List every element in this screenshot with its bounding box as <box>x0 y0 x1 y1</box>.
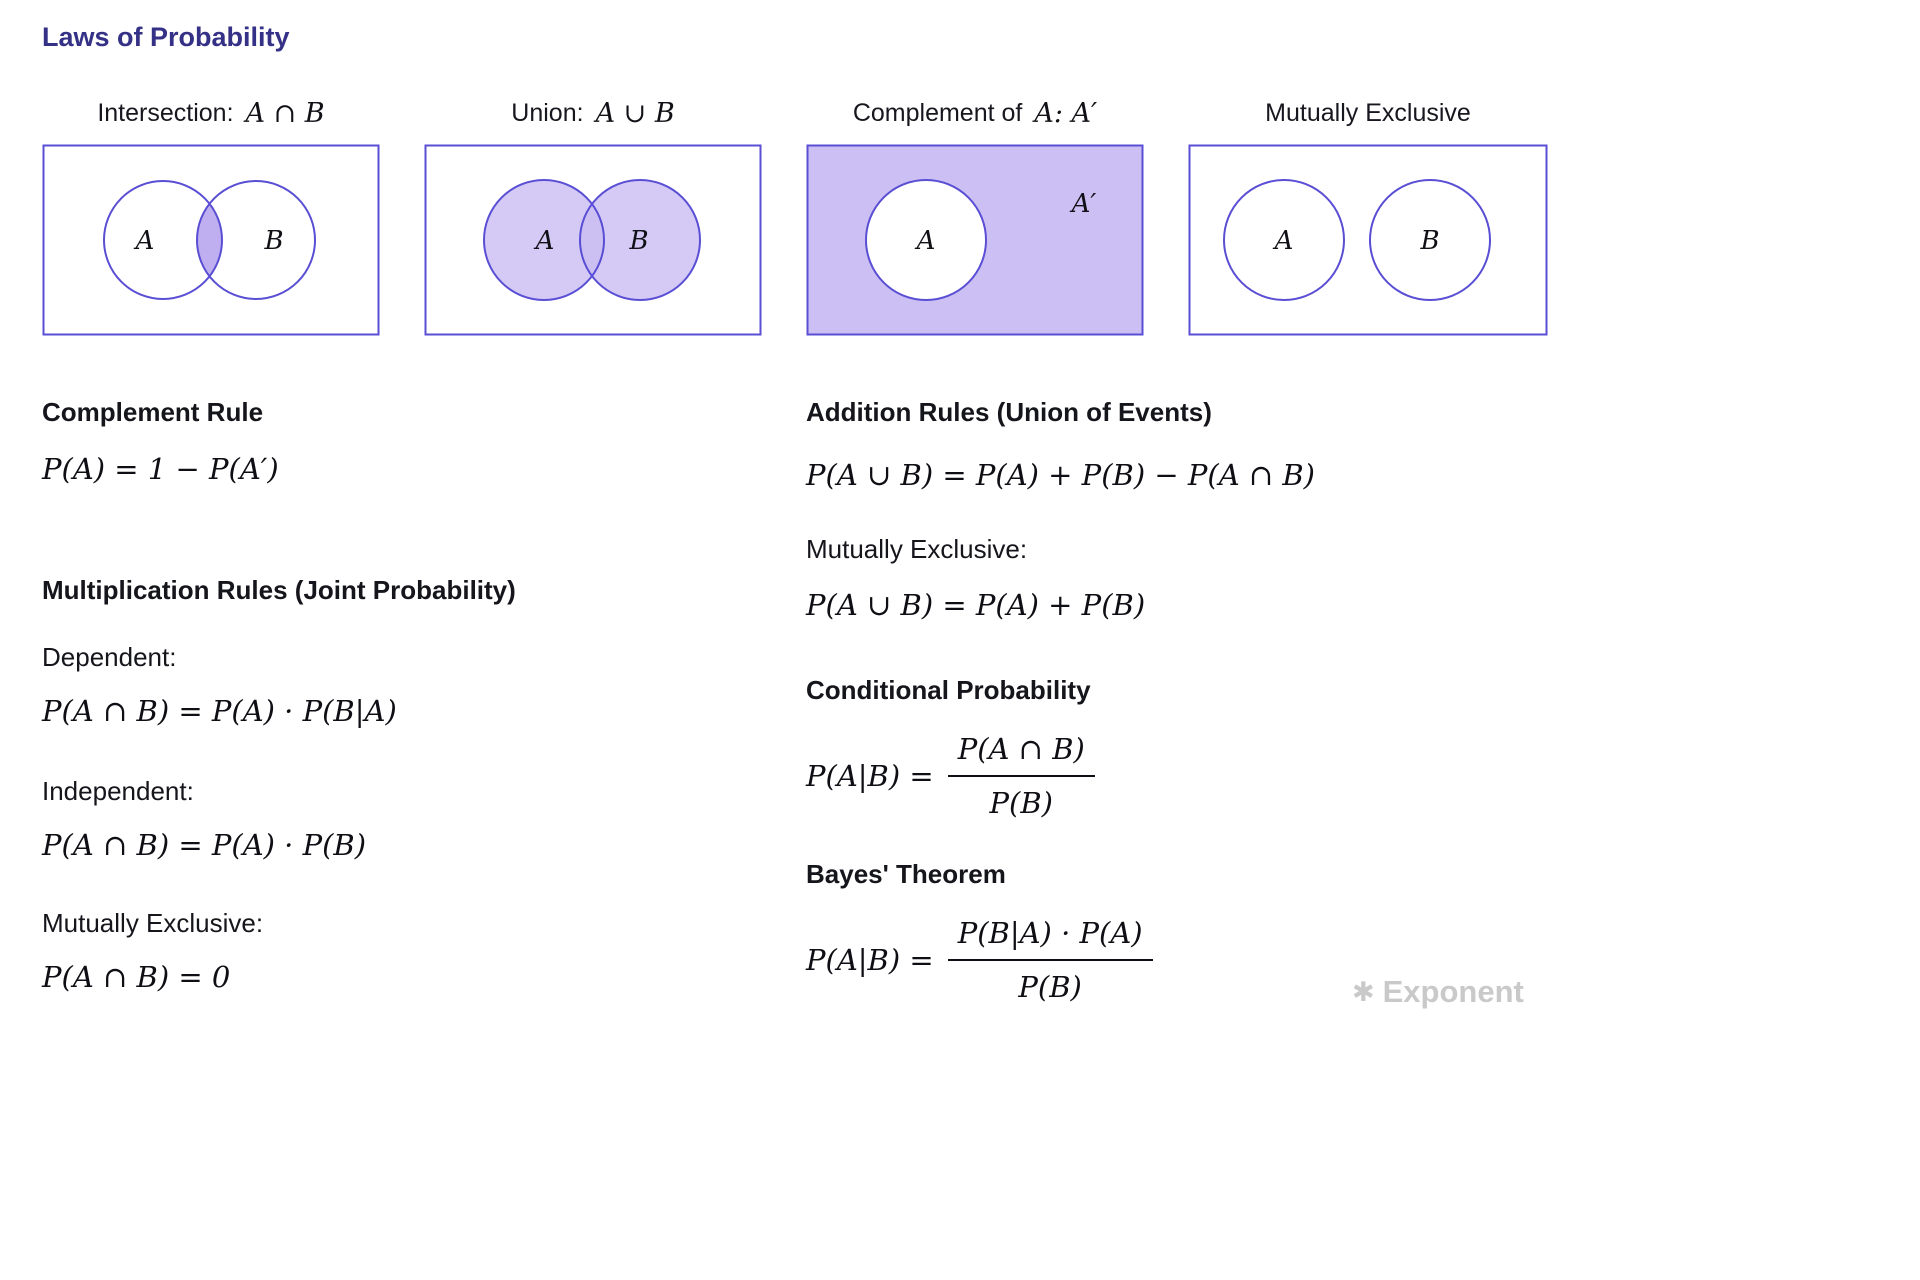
venn-union-diagram: A B <box>424 144 762 336</box>
venn-union-title: Union: A ∪ B <box>424 88 762 138</box>
circle-b <box>1369 179 1491 301</box>
independent-label: Independent: <box>42 776 194 806</box>
bayes-numerator: P(B|A) · P(A) <box>947 914 1153 961</box>
conditional-denominator: P(B) <box>989 786 1053 820</box>
label-a: A <box>134 226 155 256</box>
multiplication-rules-heading: Multiplication Rules (Joint Probability) <box>42 575 516 605</box>
conditional-fraction: P(A ∩ B) P(B) <box>947 730 1095 822</box>
complement-rule-formula: P(A) = 1 − P(A′) <box>42 452 279 486</box>
venn-mutually-exclusive-title-text: Mutually Exclusive <box>1265 98 1471 127</box>
circle-a <box>103 180 223 300</box>
label-a: A <box>1273 226 1294 256</box>
bayes-lhs: P(A|B) = <box>806 943 934 977</box>
venn-union-title-text: Union: <box>511 98 584 127</box>
venn-intersection-title: Intersection: A ∩ B <box>42 88 380 138</box>
venn-union-title-math: A ∪ B <box>595 97 675 129</box>
exponent-asterisk-icon: ✱ <box>1352 976 1375 1007</box>
page-title: Laws of Probability <box>42 22 290 52</box>
venn-panel-complement: Complement of A: A′ A A′ <box>806 88 1144 336</box>
venn-diagram-row: Intersection: A ∩ B A B Union: A ∪ B <box>42 88 1548 336</box>
venn-complement-title: Complement of A: A′ <box>806 88 1144 138</box>
venn-complement-title-math: A: A′ <box>1034 97 1098 129</box>
exponent-watermark-text: Exponent <box>1382 974 1524 1009</box>
complement-rule-heading: Complement Rule <box>42 397 264 427</box>
venn-intersection-title-text: Intersection: <box>97 98 234 127</box>
independent-formula: P(A ∩ B) = P(A) · P(B) <box>42 828 367 862</box>
left-column: Complement Rule P(A) = 1 − P(A′) Multipl… <box>42 396 772 996</box>
bayes-denominator: P(B) <box>1018 970 1082 1004</box>
venn-panel-union: Union: A ∪ B A B <box>424 88 762 336</box>
circle-b <box>579 179 701 301</box>
label-a: A <box>534 226 555 256</box>
addition-rules-heading: Addition Rules (Union of Events) <box>806 397 1212 427</box>
circle-a <box>865 179 987 301</box>
exponent-watermark: ✱ Exponent <box>1352 974 1524 1010</box>
bayes-theorem-heading: Bayes' Theorem <box>806 859 1006 889</box>
venn-complement-title-text: Complement of <box>852 98 1023 127</box>
circle-a-shaded <box>484 180 604 300</box>
bayes-fraction: P(B|A) · P(A) P(B) <box>947 914 1153 1006</box>
label-a: A <box>915 226 936 256</box>
right-column: Addition Rules (Union of Events) P(A ∪ B… <box>806 396 1586 1006</box>
venn-panel-mutually-exclusive: Mutually Exclusive A B <box>1188 88 1548 336</box>
venn-mutually-exclusive-diagram: A B <box>1188 144 1548 336</box>
circle-a <box>1223 179 1345 301</box>
label-a-complement: A′ <box>1070 189 1097 219</box>
label-b: B <box>263 226 283 256</box>
conditional-probability-formula: P(A|B) = P(A ∩ B) P(B) <box>806 730 1586 822</box>
venn-intersection-title-math: A ∩ B <box>245 97 325 129</box>
dependent-label: Dependent: <box>42 642 177 672</box>
conditional-numerator: P(A ∩ B) <box>947 730 1095 777</box>
conditional-probability-heading: Conditional Probability <box>806 675 1091 705</box>
conditional-lhs: P(A|B) = <box>806 759 934 793</box>
venn-complement-diagram: A A′ <box>806 144 1144 336</box>
multiplication-mutually-exclusive-formula: P(A ∩ B) = 0 <box>42 960 231 994</box>
venn-intersection-diagram: A B <box>42 144 380 336</box>
label-b: B <box>1419 226 1439 256</box>
circle-a <box>483 179 605 301</box>
addition-rules-formula: P(A ∪ B) = P(A) + P(B) − P(A ∩ B) <box>806 458 1316 492</box>
venn-panel-intersection: Intersection: A ∩ B A B <box>42 88 380 336</box>
label-b: B <box>628 226 648 256</box>
circle-b <box>196 180 316 300</box>
bayes-theorem-formula: P(A|B) = P(B|A) · P(A) P(B) <box>806 914 1586 1006</box>
sample-space-rect <box>1188 144 1548 336</box>
addition-mutually-exclusive-label: Mutually Exclusive: <box>806 534 1028 564</box>
dependent-formula: P(A ∩ B) = P(A) · P(B|A) <box>42 694 397 728</box>
addition-mutually-exclusive-formula: P(A ∪ B) = P(A) + P(B) <box>806 588 1146 622</box>
venn-mutually-exclusive-title: Mutually Exclusive <box>1188 88 1548 138</box>
circle-b-shaded <box>580 180 700 300</box>
multiplication-mutually-exclusive-label: Mutually Exclusive: <box>42 908 264 938</box>
